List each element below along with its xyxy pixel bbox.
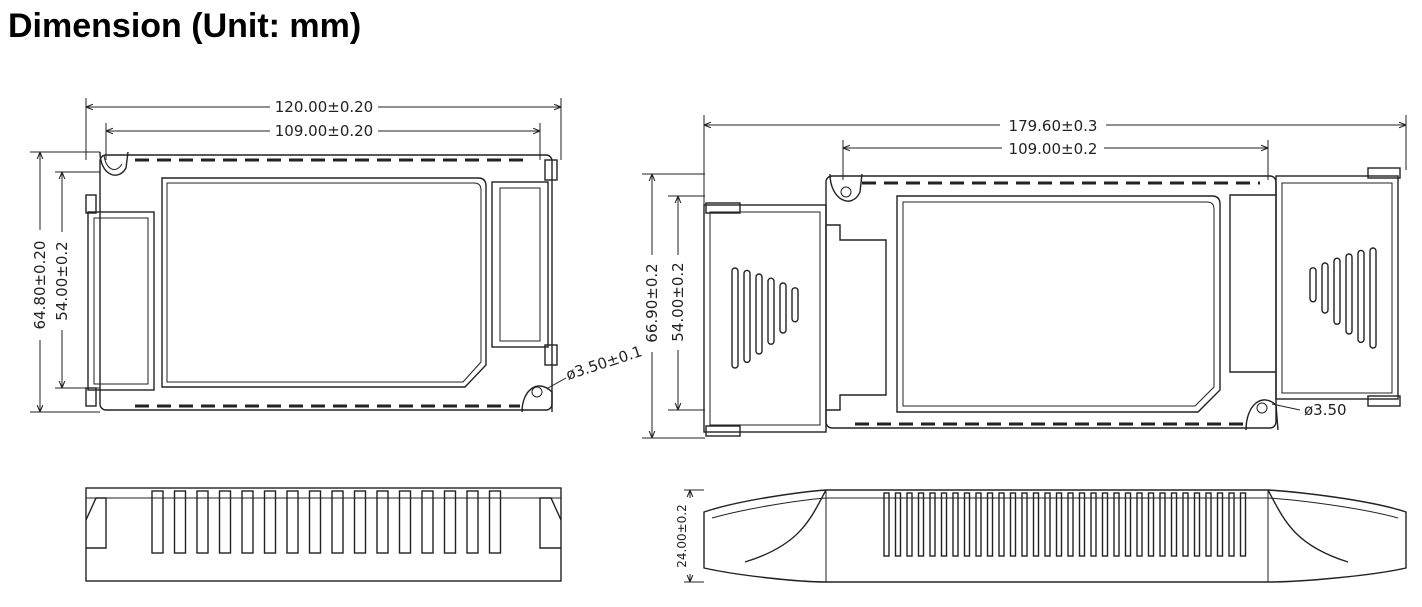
side-fin <box>1147 492 1155 557</box>
side-fin <box>466 490 479 554</box>
large-mount-spacing-label: 109.00±0.2 <box>1009 140 1098 158</box>
side-fin <box>1009 492 1017 557</box>
large-side-vent-fins <box>883 492 1247 557</box>
side-fin <box>1170 492 1178 557</box>
vent-slot <box>791 287 799 323</box>
large-unit-side-view: 24.00±0.2 <box>675 489 1407 583</box>
side-fin <box>488 490 502 554</box>
side-fin <box>883 492 890 557</box>
side-fin <box>940 492 948 557</box>
side-fin <box>1216 492 1224 557</box>
page-title: Dimension (Unit: mm) <box>8 7 362 45</box>
large-unit-top-view: 179.60±0.3 109.00±0.2 66.90±0.2 54.00±0.… <box>642 115 1407 439</box>
large-hole-diameter-label: ø3.50 <box>1304 401 1347 419</box>
side-fin <box>376 490 389 554</box>
side-fin <box>906 492 913 557</box>
vent-slot <box>1321 262 1329 314</box>
small-hole-diameter-label: ø3.50±0.1 <box>564 342 645 384</box>
vent-slot <box>755 273 763 355</box>
side-fin <box>331 490 344 554</box>
vent-slot <box>1357 249 1365 344</box>
side-fin <box>1205 492 1212 557</box>
vent-slot <box>1309 267 1317 303</box>
side-fin <box>1055 492 1063 557</box>
side-fin <box>286 490 299 554</box>
vent-slot <box>1333 257 1341 325</box>
side-fin <box>263 490 277 554</box>
side-fin <box>241 490 254 554</box>
vent-slot <box>1369 247 1377 349</box>
small-overall-length-label: 120.00±0.20 <box>275 98 373 116</box>
side-fin <box>353 490 367 554</box>
large-right-vent-slots <box>1309 247 1377 349</box>
side-fin <box>1136 492 1143 557</box>
side-fin <box>1101 492 1109 557</box>
small-overall-width-label: 64.80±0.20 <box>31 241 49 330</box>
side-fin <box>917 492 925 557</box>
side-fin <box>443 490 457 554</box>
side-fin <box>308 490 322 554</box>
side-fin <box>998 492 1005 557</box>
side-fin <box>1021 492 1028 557</box>
side-fin <box>1067 492 1074 557</box>
side-fin <box>1182 492 1189 557</box>
side-fin <box>1090 492 1097 557</box>
side-fin <box>1044 492 1051 557</box>
vent-slot <box>1345 253 1353 335</box>
side-fin <box>1193 492 1201 557</box>
large-height-label: 24.00±0.2 <box>675 504 689 568</box>
side-fin <box>1078 492 1086 557</box>
small-side-vent-fins <box>151 490 502 554</box>
side-fin <box>1228 492 1235 557</box>
small-mount-width-label: 54.00±0.2 <box>53 241 71 320</box>
side-fin <box>952 492 959 557</box>
small-mount-spacing-label: 109.00±0.20 <box>275 122 373 140</box>
large-overall-width-label: 66.90±0.2 <box>643 263 661 342</box>
side-fin <box>218 490 232 554</box>
side-fin <box>151 490 164 554</box>
vent-slot <box>767 277 775 345</box>
small-unit-side-view <box>85 487 562 582</box>
side-fin <box>1113 492 1120 557</box>
large-left-vent-slots <box>731 267 799 369</box>
vent-slot <box>743 269 751 364</box>
large-overall-length-label: 179.60±0.3 <box>1009 117 1098 135</box>
side-fin <box>1124 492 1132 557</box>
side-fin <box>963 492 971 557</box>
side-fin <box>1032 492 1040 557</box>
side-fin <box>894 492 902 557</box>
side-fin <box>929 492 936 557</box>
side-fin <box>975 492 982 557</box>
vent-slot <box>731 267 739 369</box>
side-fin <box>421 490 434 554</box>
side-fin <box>173 490 187 554</box>
side-fin <box>196 490 209 554</box>
vent-slot <box>779 282 787 334</box>
small-unit-top-view: 120.00±0.20 109.00±0.20 64.80±0.20 54.00… <box>30 98 645 413</box>
side-fin <box>986 492 994 557</box>
side-fin <box>1159 492 1166 557</box>
large-mount-width-label: 54.00±0.2 <box>669 262 687 341</box>
side-fin <box>1239 492 1247 557</box>
side-fin <box>398 490 412 554</box>
